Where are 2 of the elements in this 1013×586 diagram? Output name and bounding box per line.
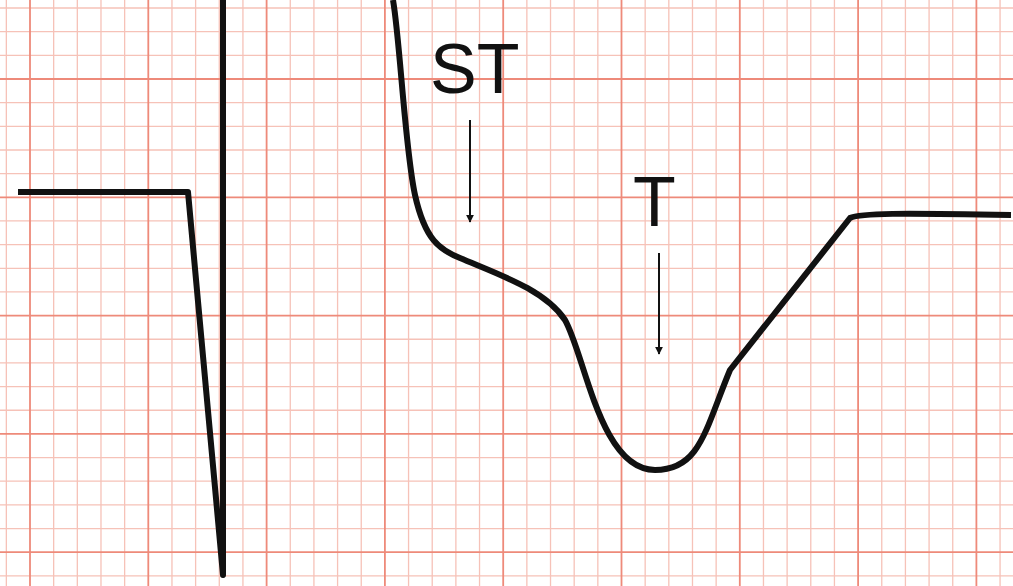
leader-arrow [466,119,474,223]
leader-arrow [655,252,663,355]
